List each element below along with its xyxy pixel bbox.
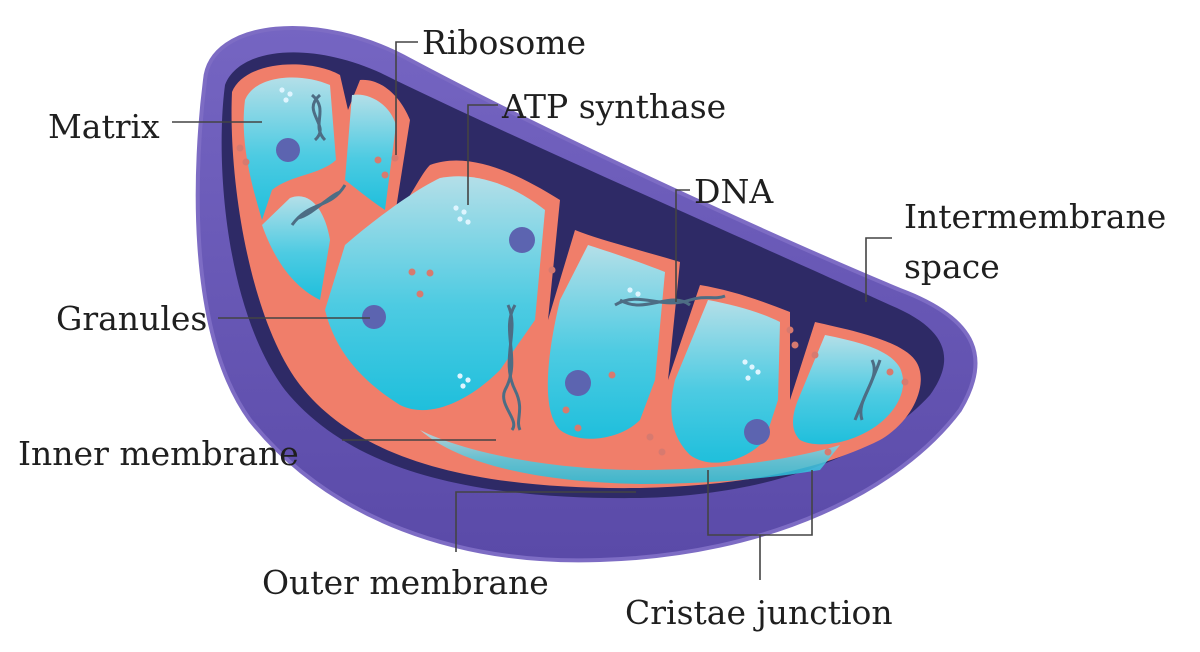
label-atp-synthase: ATP synthase (501, 87, 726, 126)
label-cristae-junction: Cristae junction (625, 593, 893, 632)
label-inner-membrane: Inner membrane (18, 434, 299, 473)
label-granules: Granules (56, 299, 207, 338)
label-outer-membrane: Outer membrane (262, 563, 549, 602)
label-ribosome: Ribosome (422, 23, 586, 62)
label-intermembrane-line1: Intermembrane (904, 197, 1166, 236)
label-matrix: Matrix (48, 107, 160, 146)
label-intermembrane-line2: space (904, 247, 1000, 286)
label-dna: DNA (694, 172, 774, 211)
